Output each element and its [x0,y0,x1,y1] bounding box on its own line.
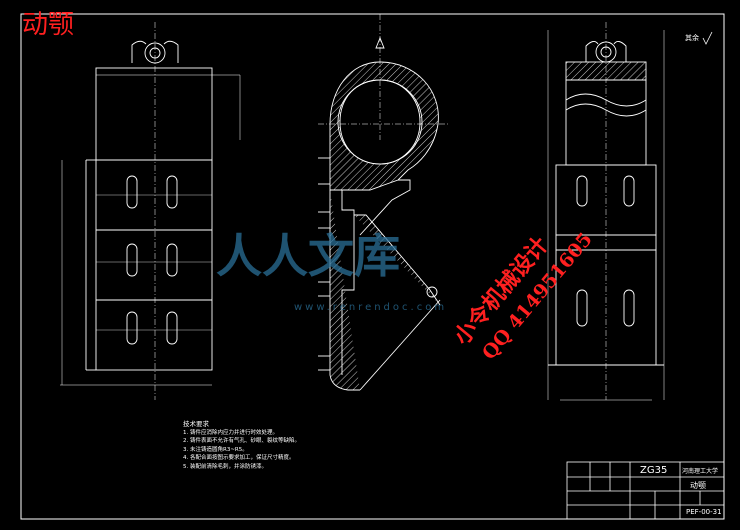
technical-notes: 技术要求 1. 铸件应消除内应力并进行时效处理。 2. 铸件表面不允许有气孔、砂… [183,420,300,471]
note-item: 5. 装配前清除毛刺，并涂防锈漆。 [183,463,267,470]
roughness-note: 其余 [685,34,699,42]
title-block-material: ZG35 [640,465,668,476]
note-item: 3. 未注铸造圆角R3~R5。 [183,446,248,453]
title-block [566,461,725,520]
drawing-frame [20,13,725,520]
note-item: 1. 铸件应消除内应力并进行时效处理。 [183,429,278,436]
notes-heading: 技术要求 [183,420,209,428]
note-item: 4. 各配合面按图示要求加工，保证尺寸精度。 [183,455,295,461]
left-view [60,22,241,400]
drawing-title: 动颚 [22,10,75,40]
watermark-url: www.renrendoc.com [294,302,448,313]
watermark-brand: 人人文库 [216,229,400,283]
right-view [547,22,665,401]
title-block-drawing-no: PEF-00-31 [686,508,722,516]
section-view [318,14,448,391]
roughness-symbol [702,31,713,45]
title-block-unit: 河南理工大学 [682,468,719,475]
title-block-part-name: 动颚 [690,481,706,490]
note-item: 2. 铸件表面不允许有气孔、砂眼、裂纹等缺陷。 [183,438,300,444]
